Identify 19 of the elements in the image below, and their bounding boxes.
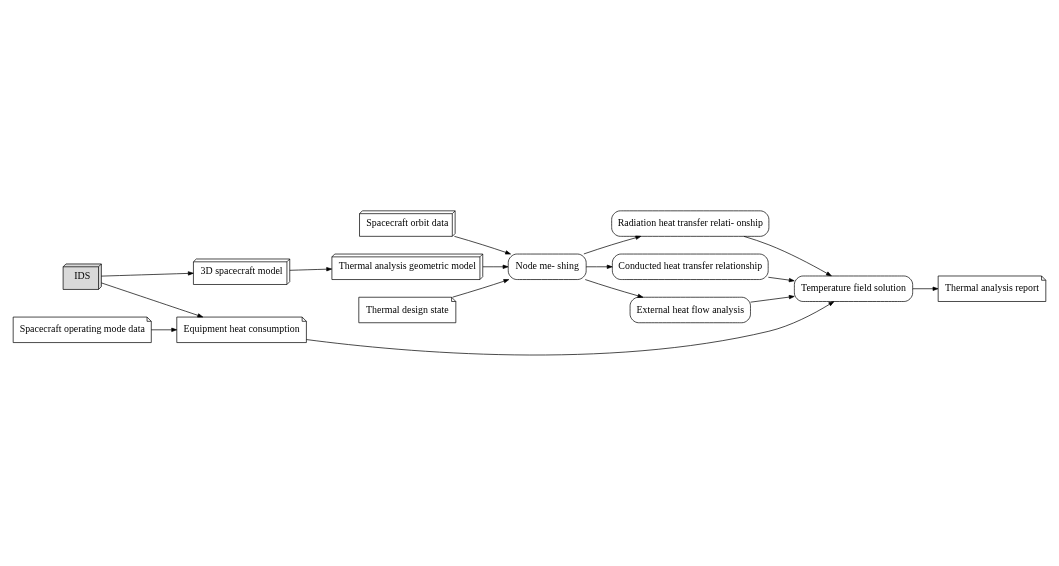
arrow [289,267,332,272]
arrow [101,271,194,277]
node-box: Node me- shing [507,253,587,280]
arrow [912,286,939,291]
arrow [768,276,795,283]
node-box: Conducted heat transfer relationship [612,253,769,280]
node-box: Temperature field solution [794,275,913,302]
arrow [150,327,177,332]
arrow [584,279,644,298]
arrow [101,282,204,318]
arrow [454,236,511,255]
arrow [585,264,613,269]
arrow [583,235,642,255]
arrow [306,301,835,356]
node-box: External heat flow analysis [629,296,751,324]
node-box: Radiation heat transfer relati- onship [611,210,770,237]
arrow [482,264,509,269]
arrow [750,295,795,303]
arrow [452,279,510,298]
